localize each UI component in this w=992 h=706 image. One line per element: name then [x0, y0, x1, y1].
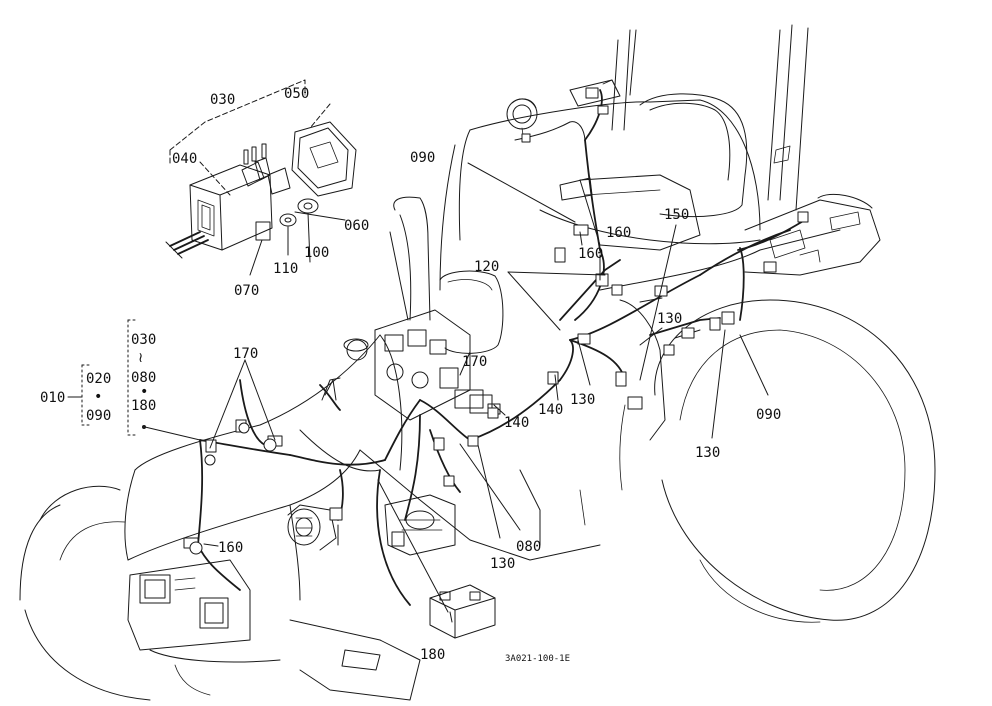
callout-010: 010 [40, 390, 65, 406]
callout-030: 030 [210, 92, 235, 108]
tail-bracket [744, 193, 881, 276]
callout-100: 100 [304, 245, 329, 261]
callout-120: 120 [474, 259, 499, 275]
callout-140-b: 140 [504, 415, 529, 431]
starter-motor [384, 494, 456, 556]
fuses [241, 143, 291, 195]
callout-020: 020 [86, 371, 111, 387]
callout-180-bottom: 180 [420, 647, 445, 663]
callout-140-a: 140 [538, 402, 563, 418]
harness-clips [183, 105, 809, 555]
callout-050: 050 [284, 86, 309, 102]
callout-dots [142, 425, 146, 429]
front-axle [149, 619, 421, 701]
callout-130-a: 130 [657, 311, 682, 327]
spare-fuse [279, 213, 297, 227]
callout-160-mid: 160 [578, 246, 603, 262]
fuse-box-body [189, 164, 273, 251]
callout-090-group: 090 [86, 408, 111, 424]
callout-170-left: 170 [233, 346, 258, 362]
callout-130-c: 130 [695, 445, 720, 461]
dot-symbol-b: • [94, 389, 102, 405]
callouts: 030 050 040 060 100 110 070 090 160 150 … [40, 86, 781, 664]
rear-fender [439, 99, 841, 491]
callout-130-d: 130 [490, 556, 515, 572]
callout-030-group: 030 [131, 332, 156, 348]
grommet [297, 198, 319, 214]
range-symbol: ≀ [138, 350, 143, 366]
callout-130-b: 130 [570, 392, 595, 408]
glow-plug [321, 377, 341, 401]
radiator-cap [343, 338, 369, 352]
callout-160-right: 160 [606, 225, 631, 241]
callout-150: 150 [664, 207, 689, 223]
callout-060: 060 [344, 218, 369, 234]
alternator [287, 504, 337, 551]
battery [429, 584, 496, 639]
front-tire [19, 485, 151, 701]
dot-symbol-a: • [140, 384, 148, 400]
fuel-tank [439, 270, 504, 354]
fuse-box-lead [165, 231, 209, 259]
leader-lines [67, 79, 769, 623]
frame-rails [359, 449, 601, 561]
horn [506, 98, 538, 143]
grille [127, 559, 251, 651]
drawing-code: 3A021-100-1E [505, 654, 570, 664]
callout-070: 070 [234, 283, 259, 299]
callout-110: 110 [273, 261, 298, 277]
callout-040: 040 [172, 151, 197, 167]
callout-090-top: 090 [410, 150, 435, 166]
wire-harness [197, 89, 806, 606]
callout-080-group: 080 [131, 370, 156, 386]
instrument-cluster [346, 309, 484, 421]
rear-tire [654, 299, 936, 623]
callout-170-mid: 170 [462, 354, 487, 370]
callout-160-left: 160 [218, 540, 243, 556]
steering-column [393, 196, 431, 321]
rear-switch-cluster [569, 79, 621, 107]
callout-090-right: 090 [756, 407, 781, 423]
fuse-box-cover [291, 121, 357, 197]
callout-080: 080 [516, 539, 541, 555]
hood [124, 334, 403, 601]
rops-frame [611, 24, 809, 211]
callout-180-group: 180 [131, 398, 156, 414]
